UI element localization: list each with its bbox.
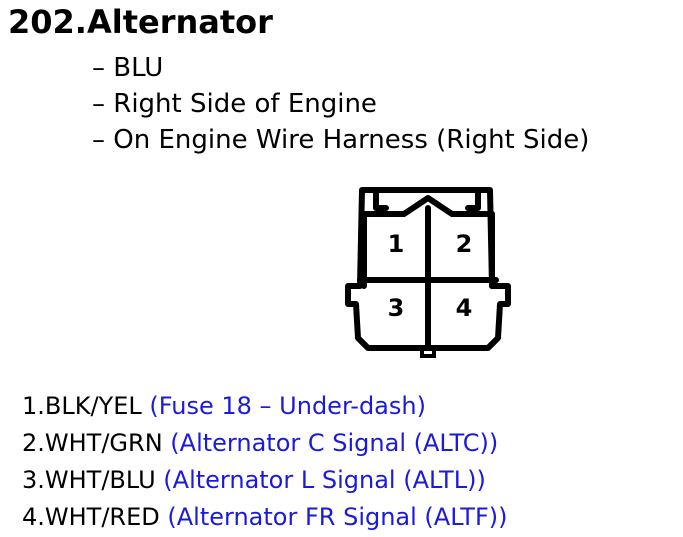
cavity-3-label: 3 xyxy=(388,294,405,322)
pin-row: 2.WHT/GRN (Alternator C Signal (ALTC)) xyxy=(22,425,507,462)
pin-4-wire: 4.WHT/RED xyxy=(22,503,160,531)
connector-diagram: 1 2 3 4 xyxy=(345,187,511,358)
detail-harness: – On Engine Wire Harness (Right Side) xyxy=(92,125,590,155)
pin-list: 1.BLK/YEL (Fuse 18 – Under-dash) 2.WHT/G… xyxy=(22,388,507,536)
connector-housing xyxy=(345,187,511,351)
page-title: 202.Alternator xyxy=(8,2,273,42)
cavity-4-label: 4 xyxy=(456,294,473,322)
detail-color: – BLU xyxy=(92,53,164,83)
cavity-1-label: 1 xyxy=(388,230,405,258)
pin-2-wire: 2.WHT/GRN xyxy=(22,429,163,457)
pin-4-description: (Alternator FR Signal (ALTF)) xyxy=(167,503,508,531)
locking-tab-right xyxy=(465,189,481,211)
pin-row: 4.WHT/RED (Alternator FR Signal (ALTF)) xyxy=(22,499,507,536)
pin-1-description: (Fuse 18 – Under-dash) xyxy=(149,392,426,420)
connector-insert xyxy=(361,211,495,289)
pin-3-wire: 3.WHT/BLU xyxy=(22,466,156,494)
pin-3-description: (Alternator L Signal (ALTL)) xyxy=(163,466,486,494)
cavity-2-label: 2 xyxy=(456,230,473,258)
detail-location: – Right Side of Engine xyxy=(92,89,377,119)
pin-1-wire: 1.BLK/YEL xyxy=(22,392,142,420)
section-name: Alternator xyxy=(86,3,273,41)
pin-row: 1.BLK/YEL (Fuse 18 – Under-dash) xyxy=(22,388,507,425)
connector-details: – BLU – Right Side of Engine – On Engine… xyxy=(92,50,589,158)
section-number: 202. xyxy=(8,3,87,41)
bottom-key xyxy=(420,346,436,358)
locking-tab-left xyxy=(373,189,389,211)
key-peak xyxy=(361,195,495,217)
pin-row: 3.WHT/BLU (Alternator L Signal (ALTL)) xyxy=(22,462,507,499)
pin-2-description: (Alternator C Signal (ALTC)) xyxy=(170,429,499,457)
